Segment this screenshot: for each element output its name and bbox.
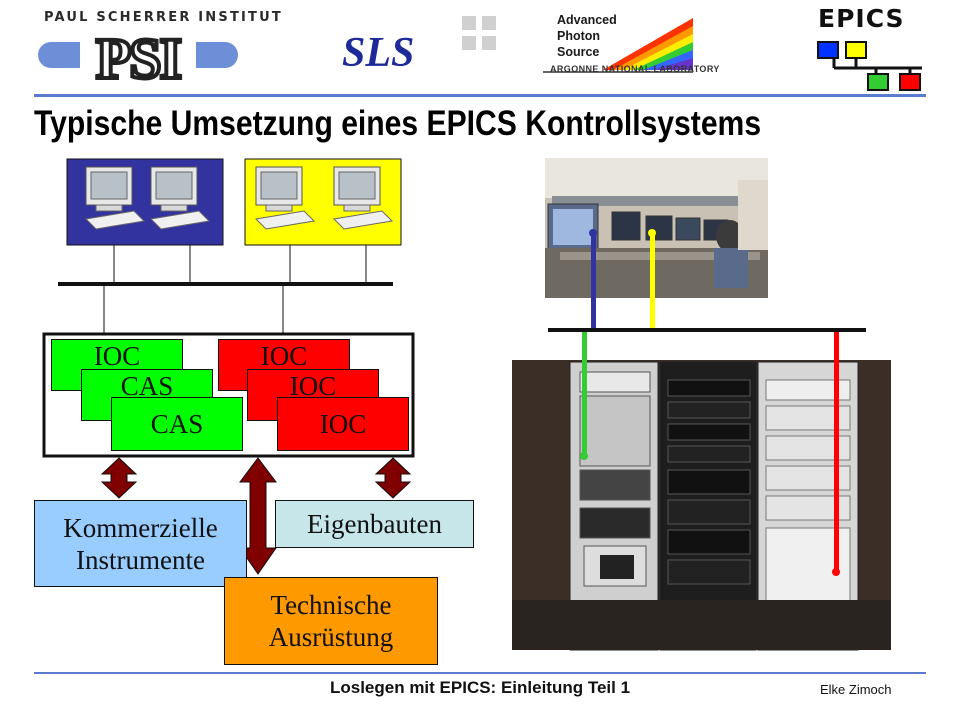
- cas-box: CAS: [111, 397, 243, 451]
- control-room-photo: [545, 158, 768, 298]
- double-arrow-icon: [239, 457, 277, 575]
- ioc-box: IOC: [277, 397, 409, 451]
- epics-logo: [817, 41, 922, 91]
- footer-rule: [34, 672, 926, 674]
- aps-logo-text: Advanced Photon Source: [557, 12, 617, 60]
- page-title: Typische Umsetzung eines EPICS Kontrolls…: [34, 104, 762, 143]
- sls-logo-mark: SLS: [342, 30, 414, 76]
- rack-photo: [512, 360, 891, 651]
- link-green: [582, 332, 587, 456]
- footer-author: Elke Zimoch: [820, 682, 892, 697]
- technical-equipment-box: Technische Ausrüstung: [224, 577, 438, 665]
- workstation-icon: [254, 166, 316, 230]
- technical-line-1: Technische: [270, 590, 392, 620]
- workstation-icon: [84, 166, 146, 230]
- commercial-instruments-box: Kommerzielle Instrumente: [34, 500, 247, 587]
- sls-cross-icon: [462, 16, 496, 50]
- technical-line-2: Ausrüstung: [268, 622, 394, 652]
- sls-logo: SLS: [342, 16, 496, 76]
- custom-builds-box: Eigenbauten: [275, 500, 474, 548]
- network-bus-left: [58, 282, 393, 286]
- psi-logo-mark: PSI: [96, 28, 181, 84]
- ioc-label: IOC: [289, 371, 337, 401]
- commercial-line-2: Instrumente: [76, 544, 205, 575]
- ioc-label: IOC: [260, 341, 308, 371]
- footer-title: Loslegen mit EPICS: Einleitung Teil 1: [329, 678, 631, 697]
- double-arrow-icon: [374, 457, 412, 499]
- network-bus-right: [548, 328, 866, 332]
- commercial-line-1: Kommerzielle: [63, 512, 218, 543]
- aps-line-2: Photon: [557, 29, 601, 43]
- cas-label: CAS: [120, 371, 174, 401]
- header-rule: [34, 94, 926, 97]
- double-arrow-icon: [100, 457, 138, 499]
- aps-logo-subtitle: ARGONNE NATIONAL LABORATORY: [550, 64, 720, 74]
- right-illustration: [512, 158, 891, 651]
- aps-line-3: Source: [557, 45, 600, 59]
- link-yellow: [650, 232, 655, 330]
- link-blue: [591, 232, 596, 330]
- psi-logo-text: PAUL SCHERRER INSTITUT: [44, 10, 283, 25]
- workstation-icon: [332, 166, 394, 230]
- ioc-label: IOC: [93, 341, 141, 371]
- aps-line-1: Advanced: [557, 13, 617, 27]
- ioc-label: IOC: [319, 409, 367, 439]
- cas-label: CAS: [150, 409, 204, 439]
- epics-network-icon: [817, 41, 922, 91]
- link-red: [834, 332, 839, 572]
- aps-logo: [543, 18, 693, 73]
- epics-logo-text: EPICS: [818, 4, 905, 33]
- custom-builds-label: Eigenbauten: [307, 509, 442, 539]
- workstation-icon: [149, 166, 211, 230]
- psi-logo: PSI: [38, 28, 238, 84]
